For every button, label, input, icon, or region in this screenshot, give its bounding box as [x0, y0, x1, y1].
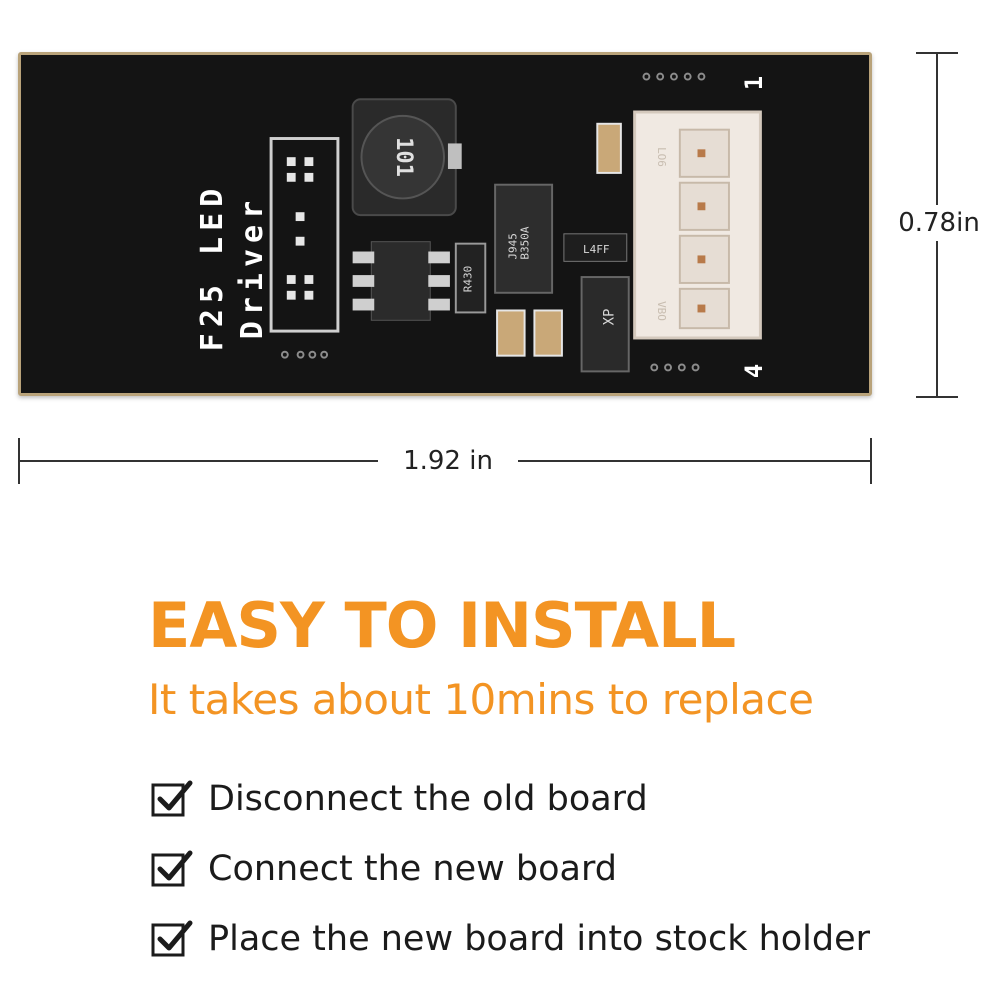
width-dimension-cap-left — [18, 438, 20, 484]
checkbox-checked-icon — [151, 920, 193, 957]
height-dimension-label: 0.78in — [880, 205, 998, 241]
inductor-code: 101 — [390, 137, 416, 177]
small-chip-code: L4FF — [583, 243, 610, 256]
regulator-chip — [370, 241, 431, 321]
list-item: Place the new board into stock holder — [150, 904, 980, 974]
width-dimension-cap-right — [870, 438, 872, 484]
list-item: Disconnect the old board — [150, 764, 980, 834]
step-text: Disconnect the old board — [208, 779, 648, 819]
board-title: F25 LED Driver — [195, 182, 270, 352]
checkbox-checked-icon — [151, 780, 193, 817]
small-chip — [563, 233, 628, 262]
diode-code: J945 B350A — [506, 226, 532, 260]
diode — [494, 183, 554, 294]
list-item: Connect the new board — [150, 834, 980, 904]
pin-1-label: 1 — [740, 75, 769, 91]
pin-4-label: 4 — [740, 363, 769, 379]
height-dimension-cap-top — [916, 52, 958, 54]
subhead: It takes about 10mins to replace — [148, 675, 814, 724]
headline: EASY TO INSTALL — [148, 589, 736, 662]
board-components — [269, 72, 762, 373]
install-steps-list: Disconnect the old board Connect the new… — [150, 764, 980, 974]
resistor-code: R430 — [461, 265, 475, 293]
step-text: Connect the new board — [208, 849, 617, 889]
width-dimension-label: 1.92 in — [378, 442, 518, 480]
pad-grid — [286, 157, 314, 300]
ic-chip — [580, 276, 630, 373]
height-dimension-cap-bottom — [916, 396, 958, 398]
checkbox-checked-icon — [151, 850, 193, 887]
connector-code-bottom: VBO — [654, 301, 668, 321]
ic-code: XP — [601, 308, 618, 326]
silkscreen-outline — [269, 137, 340, 333]
step-text: Place the new board into stock holder — [208, 919, 871, 959]
led-driver-board-image: F25 LED Driver 1 4 101 J945 B350A R430 L… — [18, 52, 872, 396]
connector-code-top: LO6 — [654, 147, 668, 167]
resistor — [454, 242, 487, 314]
